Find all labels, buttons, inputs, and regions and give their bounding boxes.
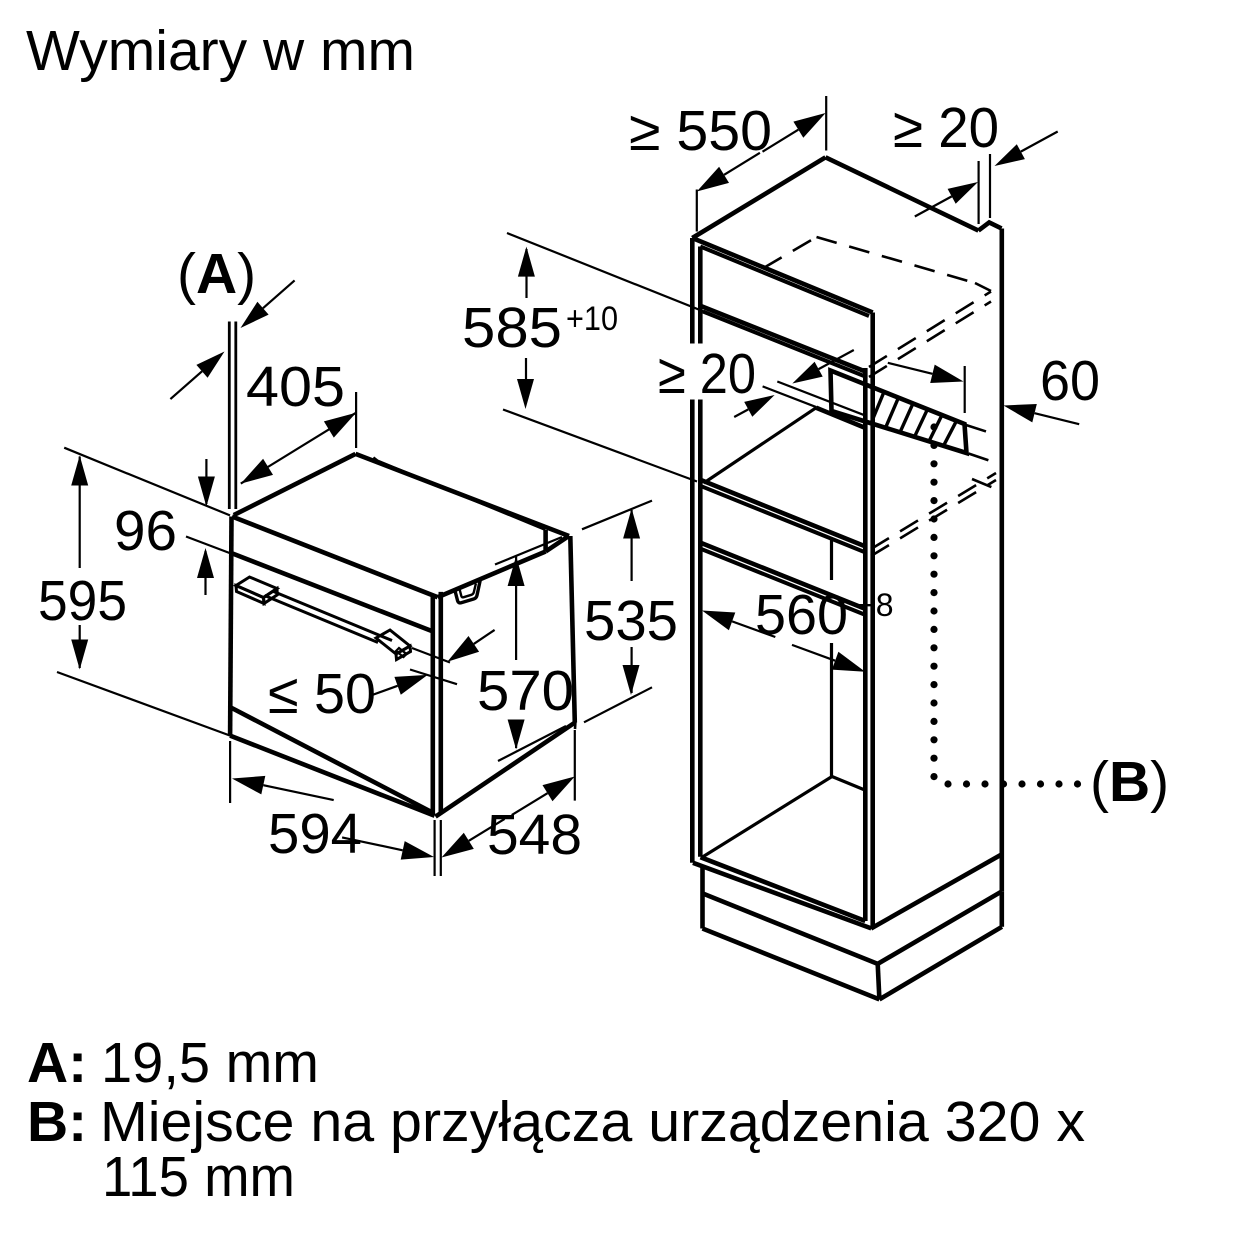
- svg-text:+8: +8: [857, 587, 893, 623]
- svg-text:Miejsce na przyłącza urządzeni: Miejsce na przyłącza urządzenia 320 x: [100, 1090, 1085, 1154]
- svg-text:595: 595: [38, 569, 127, 633]
- svg-text:405: 405: [246, 355, 345, 419]
- svg-text:≥ 20: ≥ 20: [658, 342, 756, 406]
- svg-text:535: 535: [584, 589, 678, 653]
- svg-text:(B): (B): [1090, 750, 1169, 814]
- svg-text:594: 594: [268, 802, 362, 866]
- svg-text:548: 548: [487, 803, 582, 867]
- svg-text:96: 96: [114, 499, 177, 563]
- svg-text:(A): (A): [177, 242, 256, 306]
- svg-text:≤ 50: ≤ 50: [268, 662, 376, 726]
- svg-text:+10: +10: [566, 300, 618, 338]
- svg-text:19,5 mm: 19,5 mm: [101, 1031, 319, 1095]
- svg-text:585: 585: [462, 296, 562, 360]
- svg-text:≥ 20: ≥ 20: [893, 96, 999, 160]
- svg-text:A:: A:: [27, 1031, 87, 1095]
- svg-text:≥ 550: ≥ 550: [629, 99, 772, 163]
- svg-text:570: 570: [477, 659, 574, 723]
- svg-text:560: 560: [755, 583, 848, 647]
- svg-text:Wymiary w mm: Wymiary w mm: [26, 19, 415, 83]
- svg-text:B:: B:: [27, 1090, 87, 1154]
- svg-text:115 mm: 115 mm: [102, 1145, 295, 1209]
- svg-text:60: 60: [1040, 349, 1100, 413]
